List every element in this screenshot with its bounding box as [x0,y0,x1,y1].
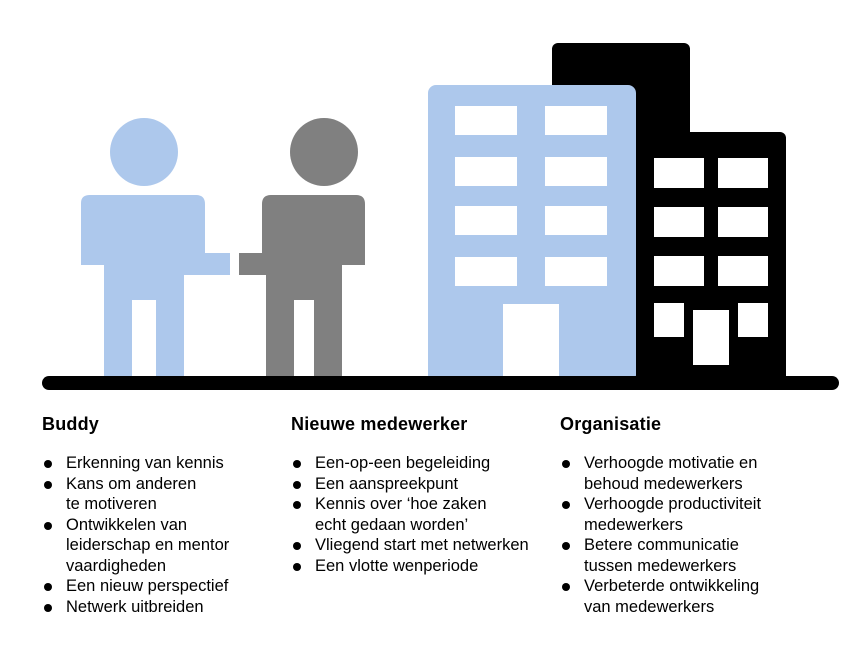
list-item: Ontwikkelen van leiderschap en mentor va… [42,515,282,577]
list-buddy: Erkenning van kennis Kans om anderen te … [42,453,282,617]
list-item: Erkenning van kennis [42,453,282,474]
column-buddy: Buddy Erkenning van kennis Kans om ander… [42,412,282,617]
office-building-front-icon [428,85,636,383]
illustration [42,43,839,390]
list-item: Een aanspreekpunt [291,474,556,495]
list-item: Kennis over ‘hoe zaken echt gedaan worde… [291,494,556,535]
heading-organisation: Organisatie [560,414,662,434]
list-item: Kans om anderen te motiveren [42,474,282,515]
list-item: Verhoogde motivatie en behoud medewerker… [560,453,840,494]
list-item: Een nieuw perspectief [42,576,282,597]
list-item: Een vlotte wenperiode [291,556,556,577]
buddy-person-icon [81,118,230,377]
list-item: Verhoogde productiviteit medewerkers [560,494,840,535]
ground-line [42,376,839,390]
heading-new-employee: Nieuwe medewerker [291,414,468,434]
new-employee-person-icon [239,118,365,377]
column-organisation: Organisatie Verhoogde motivatie en behou… [560,412,840,617]
list-item: Vliegend start met netwerken [291,535,556,556]
list-item: Een-op-een begeleiding [291,453,556,474]
list-item: Verbeterde ontwikkeling van medewerkers [560,576,840,617]
column-new-employee: Nieuwe medewerker Een-op-een begeleiding… [291,412,556,576]
list-organisation: Verhoogde motivatie en behoud medewerker… [560,453,840,617]
list-item: Netwerk uitbreiden [42,597,282,618]
list-new-employee: Een-op-een begeleiding Een aanspreekpunt… [291,453,556,576]
list-item: Betere communicatie tussen medewerkers [560,535,840,576]
heading-buddy: Buddy [42,414,99,434]
